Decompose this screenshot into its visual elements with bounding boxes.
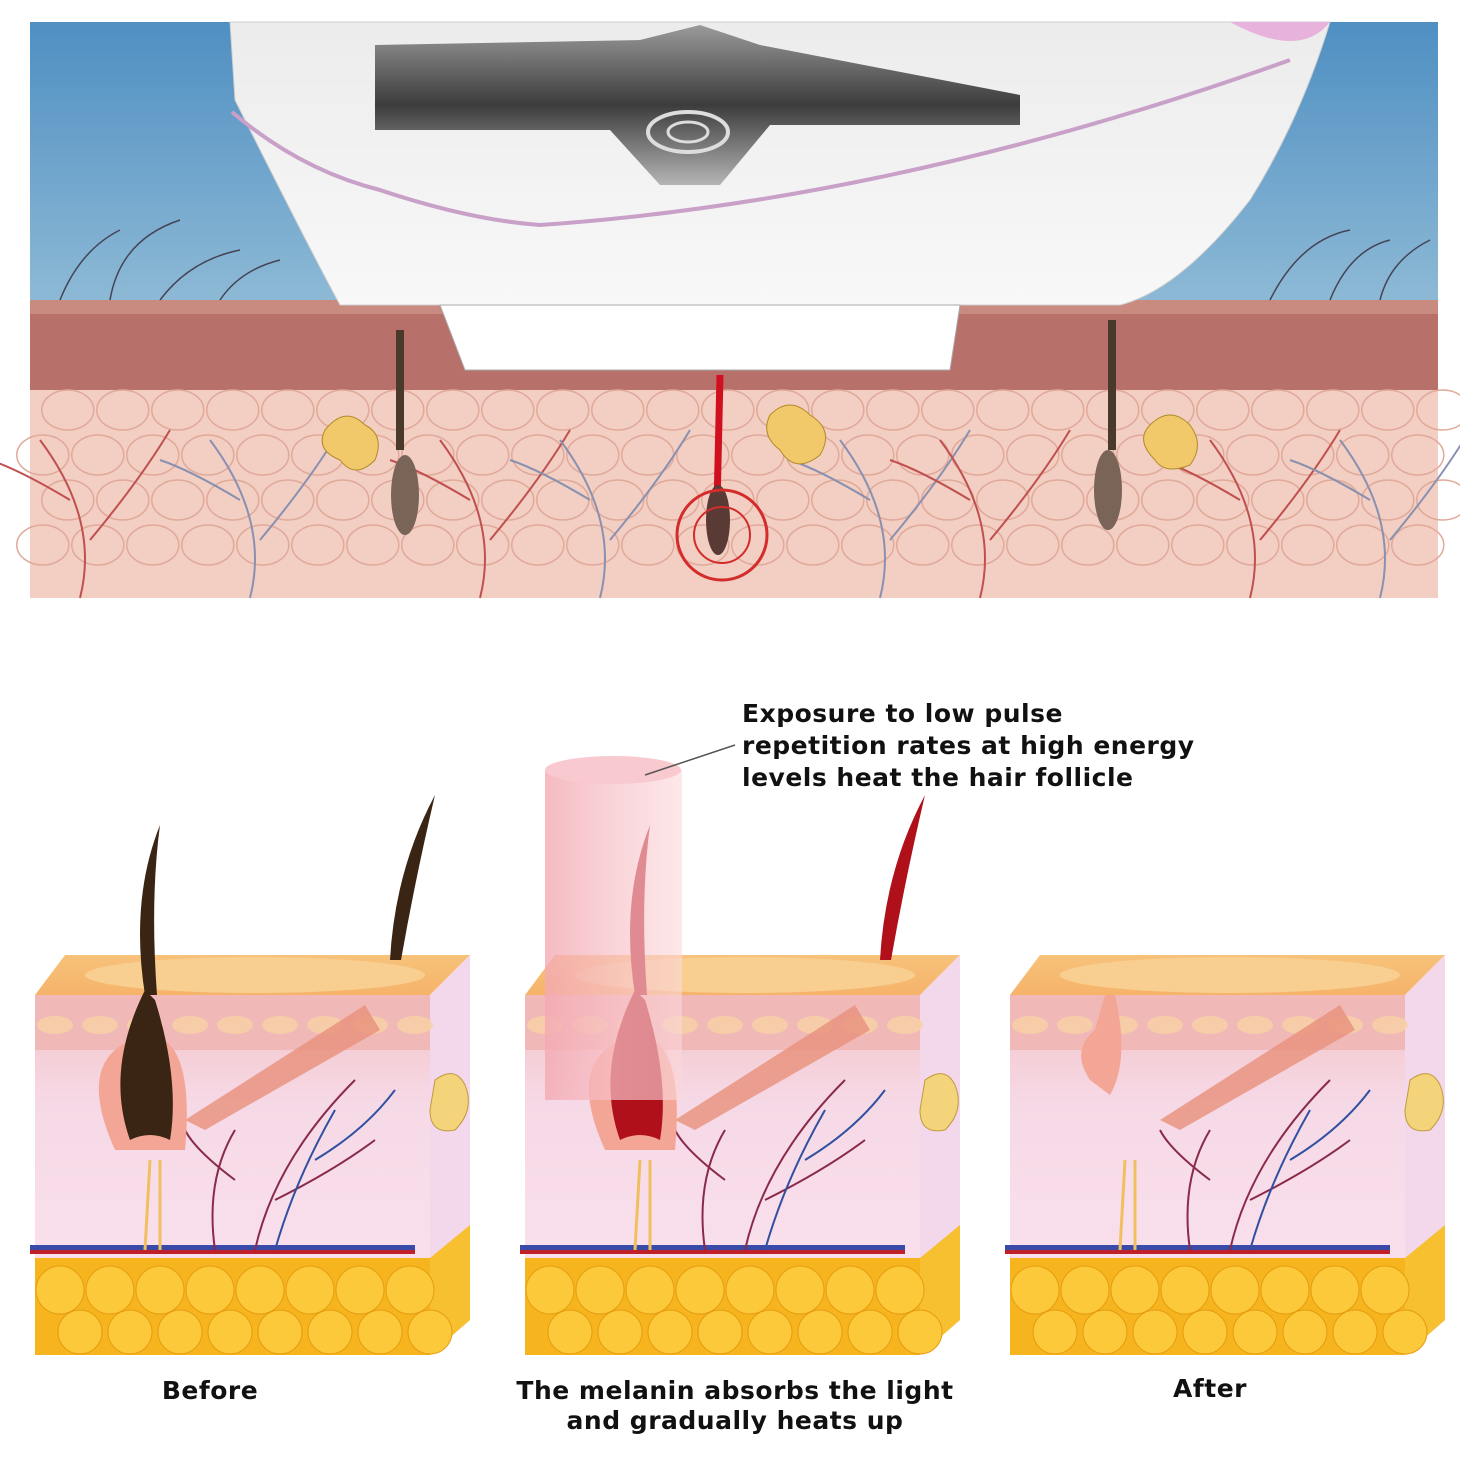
artery: [520, 1250, 905, 1254]
laser-beam: [545, 756, 682, 1100]
hair-follicle-right: [1094, 320, 1122, 530]
hair-follicle-heated: [675, 374, 769, 582]
skin-block-3: [1005, 955, 1445, 1355]
vein: [1005, 1245, 1390, 1252]
hair-follicle-left: [391, 330, 419, 535]
arrector-muscle: [1160, 1005, 1355, 1130]
blood-vessel: [1289, 439, 1460, 599]
callout-text: Exposure to low pulse repetition rates a…: [742, 698, 1302, 794]
callout-line-3: levels heat the hair follicle: [742, 763, 1134, 792]
sweat-gland: [1404, 1073, 1444, 1132]
callout-line-1: Exposure to low pulse: [742, 699, 1063, 728]
sweat-gland: [919, 1073, 959, 1132]
blood-vessel: [389, 429, 571, 599]
vein: [520, 1245, 905, 1252]
empty-follicle: [1081, 995, 1122, 1095]
sweat-gland: [429, 1073, 469, 1132]
blood-vessel: [0, 429, 171, 599]
hair-shaft-back: [390, 795, 435, 960]
hair-bulb: [120, 990, 173, 1140]
callout-line-2: repetition rates at high energy: [742, 731, 1195, 760]
label-before: Before: [161, 1376, 259, 1405]
surface-hairs: [59, 219, 1431, 301]
label-heating: The melanin absorbs the light and gradua…: [460, 1376, 1010, 1436]
dermis-layer: [30, 390, 1438, 598]
sebaceous-glands: [321, 404, 1198, 471]
device-window: [439, 304, 961, 371]
callout-leader-line: [644, 744, 736, 776]
label-heating-line-1: The melanin absorbs the light: [516, 1376, 954, 1405]
arrector-muscle: [675, 1005, 870, 1130]
hair-shaft-back: [880, 795, 925, 960]
capillaries: [184, 1079, 376, 1251]
arrector-muscle: [185, 1005, 380, 1130]
skin-cross-section-panel: [0, 21, 1460, 599]
blood-vessel: [509, 429, 691, 599]
label-heating-line-2: and gradually heats up: [566, 1406, 904, 1435]
artery: [30, 1250, 415, 1254]
hair-shaft: [140, 825, 160, 995]
capillaries: [1159, 1079, 1351, 1251]
skin-block-1: [30, 795, 470, 1355]
stage-blocks: [30, 795, 1445, 1355]
blood-vessel: [889, 429, 1071, 599]
artery: [1005, 1250, 1390, 1254]
metal-handle: [375, 25, 1020, 185]
capillaries: [674, 1079, 866, 1251]
label-after: After: [1173, 1374, 1247, 1403]
vein: [30, 1245, 415, 1252]
